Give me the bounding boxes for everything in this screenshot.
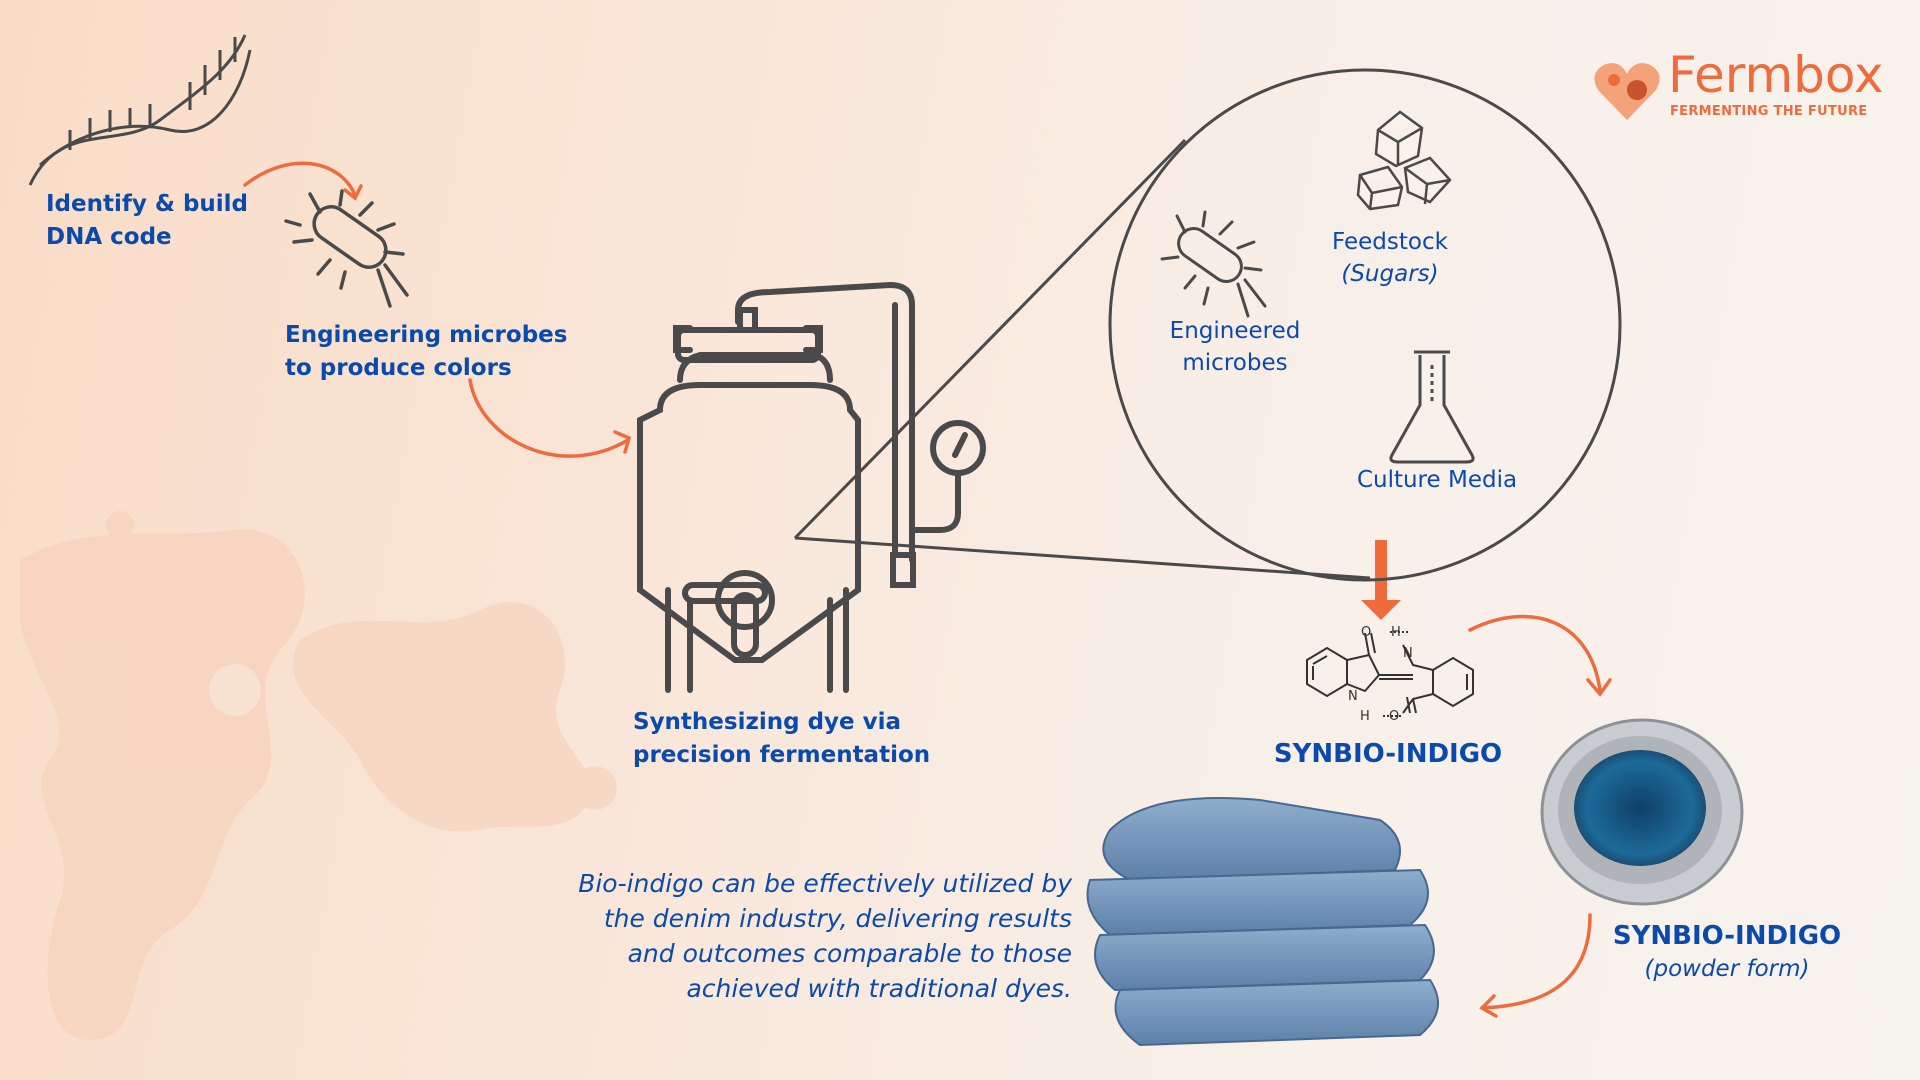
indigo-powder-image	[1540, 718, 1744, 906]
feedstock-line2: (Sugars)	[1341, 261, 1439, 287]
atom-h-top: H	[1391, 625, 1401, 640]
description-line: the denim industry, delivering results	[603, 904, 1072, 933]
molecule-name: SYNBIO-INDIGO	[1273, 739, 1503, 769]
atom-n-top: N	[1403, 646, 1413, 661]
step-fermentation-line2: precision fermentation	[633, 742, 931, 768]
atom-n-bottom: N	[1348, 689, 1358, 704]
fermenter-tank-icon	[637, 281, 986, 693]
engineered-microbe-icon	[1160, 210, 1267, 318]
atom-o-bottom: O	[1389, 709, 1399, 724]
step-fermentation-line1: Synthesizing dye via	[633, 709, 902, 735]
atom-o-top: O	[1361, 625, 1371, 640]
feedstock-label: Feedstock (Sugars)	[1310, 226, 1470, 290]
dna-helix-icon	[28, 34, 252, 186]
description-line: achieved with traditional dyes.	[686, 974, 1072, 1003]
process-arrows	[243, 161, 1612, 1018]
step-microbes-label: Engineering microbes to produce colors	[285, 319, 567, 385]
powder-subtitle: (powder form)	[1644, 956, 1810, 982]
description-line: Bio-indigo can be effectively utilized b…	[578, 869, 1072, 898]
powder-name: SYNBIO-INDIGO	[1612, 921, 1842, 951]
engineered-microbes-label: Engineered microbes	[1150, 315, 1320, 379]
engineered-line2: microbes	[1182, 350, 1288, 376]
sugar-cubes-icon	[1356, 110, 1452, 211]
description-line: and outcomes comparable to those	[627, 939, 1072, 968]
background-blobs	[20, 511, 617, 1040]
microbe-icon	[284, 189, 409, 308]
feedstock-line1: Feedstock	[1332, 229, 1448, 255]
zoom-callout	[793, 68, 1622, 582]
step-fermentation-label: Synthesizing dye via precision fermentat…	[633, 706, 930, 772]
step-dna-line1: Identify & build	[46, 191, 249, 217]
flask-icon	[1389, 350, 1475, 464]
step-dna-label: Identify & build DNA code	[46, 188, 248, 254]
description-paragraph: Bio-indigo can be effectively utilized b…	[552, 866, 1072, 1006]
step-microbes-line2: to produce colors	[285, 355, 512, 381]
indigo-molecule-icon	[1306, 631, 1474, 717]
powder-label: SYNBIO-INDIGO (powder form)	[1597, 920, 1857, 986]
atom-h-bottom: H	[1360, 709, 1370, 724]
engineered-line1: Engineered	[1169, 318, 1301, 344]
step-dna-line2: DNA code	[46, 224, 172, 250]
logo-tagline: FERMENTING THE FUTURE	[1670, 104, 1868, 119]
denim-stack-image	[1086, 797, 1439, 1047]
logo-name: Fermbox	[1668, 46, 1884, 104]
step-microbes-line1: Engineering microbes	[285, 322, 568, 348]
heart-logo-icon	[1594, 63, 1660, 120]
molecule-atom-labels: O H N N H O	[1348, 625, 1413, 724]
culture-media-label: Culture Media	[1356, 467, 1518, 493]
